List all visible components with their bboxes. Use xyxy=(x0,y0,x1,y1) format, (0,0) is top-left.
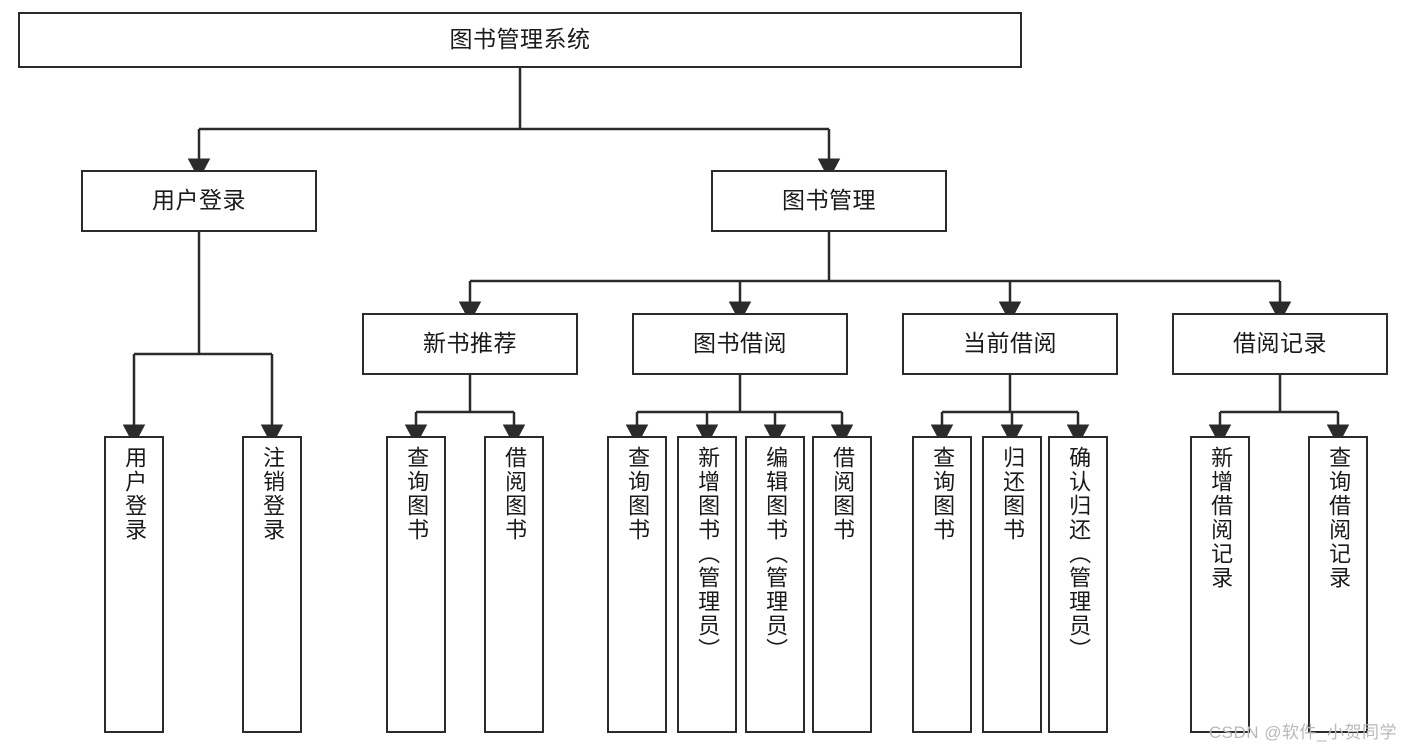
node-user-login[interactable]: 用户登录 xyxy=(81,170,317,232)
node-leaf-bb-query[interactable]: 查询图书 xyxy=(607,436,667,733)
node-leaf-rec-query[interactable]: 查询图书 xyxy=(386,436,446,733)
node-label: 图书管理 xyxy=(782,187,876,214)
node-label: 确认归还（管理员） xyxy=(1066,446,1092,662)
node-book-manage[interactable]: 图书管理 xyxy=(711,170,947,232)
node-book-borrow[interactable]: 图书借阅 xyxy=(632,313,848,375)
node-leaf-cb-query[interactable]: 查询图书 xyxy=(912,436,972,733)
node-label: 查询图书 xyxy=(930,446,956,542)
node-label: 图书借阅 xyxy=(693,330,787,357)
node-leaf-bb-edit[interactable]: 编辑图书（管理员） xyxy=(745,436,805,733)
node-label: 当前借阅 xyxy=(963,330,1057,357)
node-label: 查询借阅记录 xyxy=(1326,446,1352,590)
node-borrow-record[interactable]: 借阅记录 xyxy=(1172,313,1388,375)
node-leaf-br-query[interactable]: 查询借阅记录 xyxy=(1308,436,1368,733)
node-leaf-cb-return[interactable]: 归还图书 xyxy=(982,436,1042,733)
node-leaf-br-add[interactable]: 新增借阅记录 xyxy=(1190,436,1250,733)
node-label: 借阅图书 xyxy=(502,446,528,542)
node-label: 借阅记录 xyxy=(1233,330,1327,357)
node-label: 借阅图书 xyxy=(830,446,856,542)
node-label: 用户登录 xyxy=(152,187,246,214)
node-leaf-bb-add[interactable]: 新增图书（管理员） xyxy=(677,436,737,733)
node-label: 图书管理系统 xyxy=(449,26,591,53)
node-root[interactable]: 图书管理系统 xyxy=(18,12,1022,68)
node-leaf-logout[interactable]: 注销登录 xyxy=(242,436,302,733)
node-label: 查询图书 xyxy=(404,446,430,542)
node-leaf-bb-borrow[interactable]: 借阅图书 xyxy=(812,436,872,733)
node-label: 编辑图书（管理员） xyxy=(763,446,789,662)
node-new-book-rec[interactable]: 新书推荐 xyxy=(362,313,578,375)
node-label: 新增借阅记录 xyxy=(1208,446,1234,590)
node-label: 新增图书（管理员） xyxy=(695,446,721,662)
node-leaf-user-login[interactable]: 用户登录 xyxy=(104,436,164,733)
node-label: 新书推荐 xyxy=(423,330,517,357)
node-current-borrow[interactable]: 当前借阅 xyxy=(902,313,1118,375)
node-leaf-rec-borrow[interactable]: 借阅图书 xyxy=(484,436,544,733)
node-label: 用户登录 xyxy=(122,446,148,542)
node-label: 归还图书 xyxy=(1000,446,1026,542)
node-leaf-cb-confirm[interactable]: 确认归还（管理员） xyxy=(1048,436,1108,733)
node-label: 注销登录 xyxy=(260,446,286,542)
node-label: 查询图书 xyxy=(625,446,651,542)
